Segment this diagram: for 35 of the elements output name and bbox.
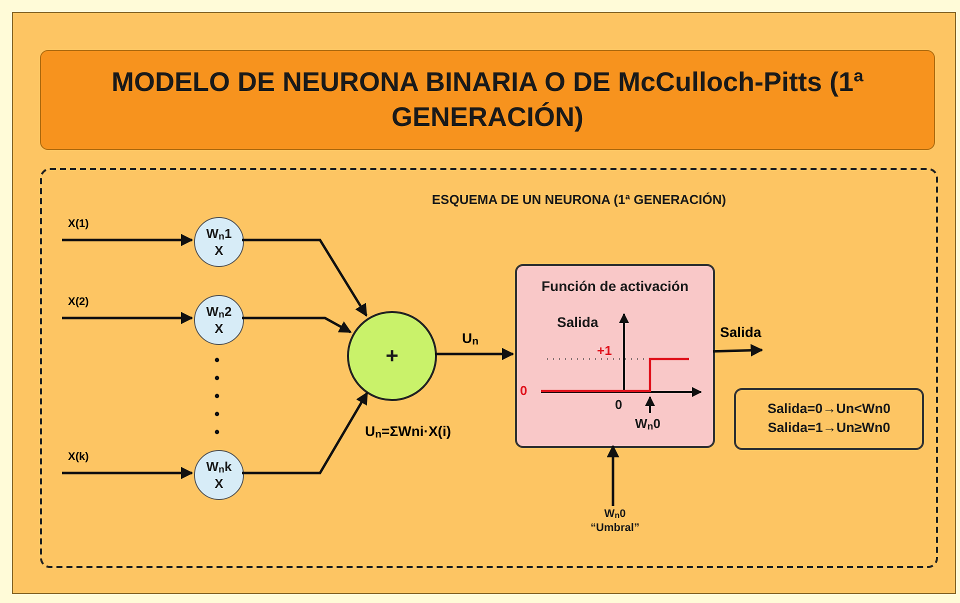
activation-function-box — [515, 264, 715, 448]
arrow — [62, 312, 194, 324]
formula-label: U$_{n}$=ΣWni·X(i) — [365, 423, 451, 441]
edge-label: X(2) — [66, 296, 91, 308]
value-label: +1 — [597, 343, 612, 358]
node-label: + — [386, 343, 398, 369]
edge-label: X(k) — [66, 451, 91, 463]
arrow — [712, 344, 764, 357]
arrow — [242, 316, 352, 334]
box-heading: Función de activación — [540, 278, 690, 294]
arrow — [435, 348, 514, 360]
node-label: Salida=0→Un<Wn0 — [767, 400, 891, 418]
node-label: W$_{n}$0 — [604, 508, 626, 522]
node-label: Salida=1→Un≥Wn0 — [768, 419, 890, 437]
axis-label: Salida — [557, 314, 598, 330]
tick-label: 0 — [615, 397, 622, 412]
edge-label: X(1) — [66, 218, 91, 230]
title: MODELO DE NEURONA BINARIA O DE McCulloch-Pitts (1ª GENERACIÓN) — [110, 66, 865, 134]
node-label: X — [214, 242, 224, 258]
threshold-label: W$_{n}$0 — [635, 416, 660, 432]
arrow — [242, 392, 368, 474]
arrow — [62, 466, 194, 480]
section-heading: ESQUEMA DE UN NEURONA (1ª GENERACIÓN) — [430, 192, 728, 207]
node-label: W$_{n}$1 — [206, 226, 232, 243]
node-label: W$_{n}$k — [206, 458, 232, 476]
arrow — [242, 238, 368, 317]
dashed-panel — [40, 168, 938, 568]
arrow — [62, 234, 194, 246]
node-label: W$_{n}$2 — [206, 304, 232, 321]
value-label: 0 — [520, 383, 528, 398]
node-label: X — [214, 320, 224, 336]
node-label: “Umbral” — [590, 522, 640, 536]
arrow — [606, 444, 620, 506]
edge-label: Salida — [718, 324, 764, 340]
node-label: X — [214, 476, 224, 492]
